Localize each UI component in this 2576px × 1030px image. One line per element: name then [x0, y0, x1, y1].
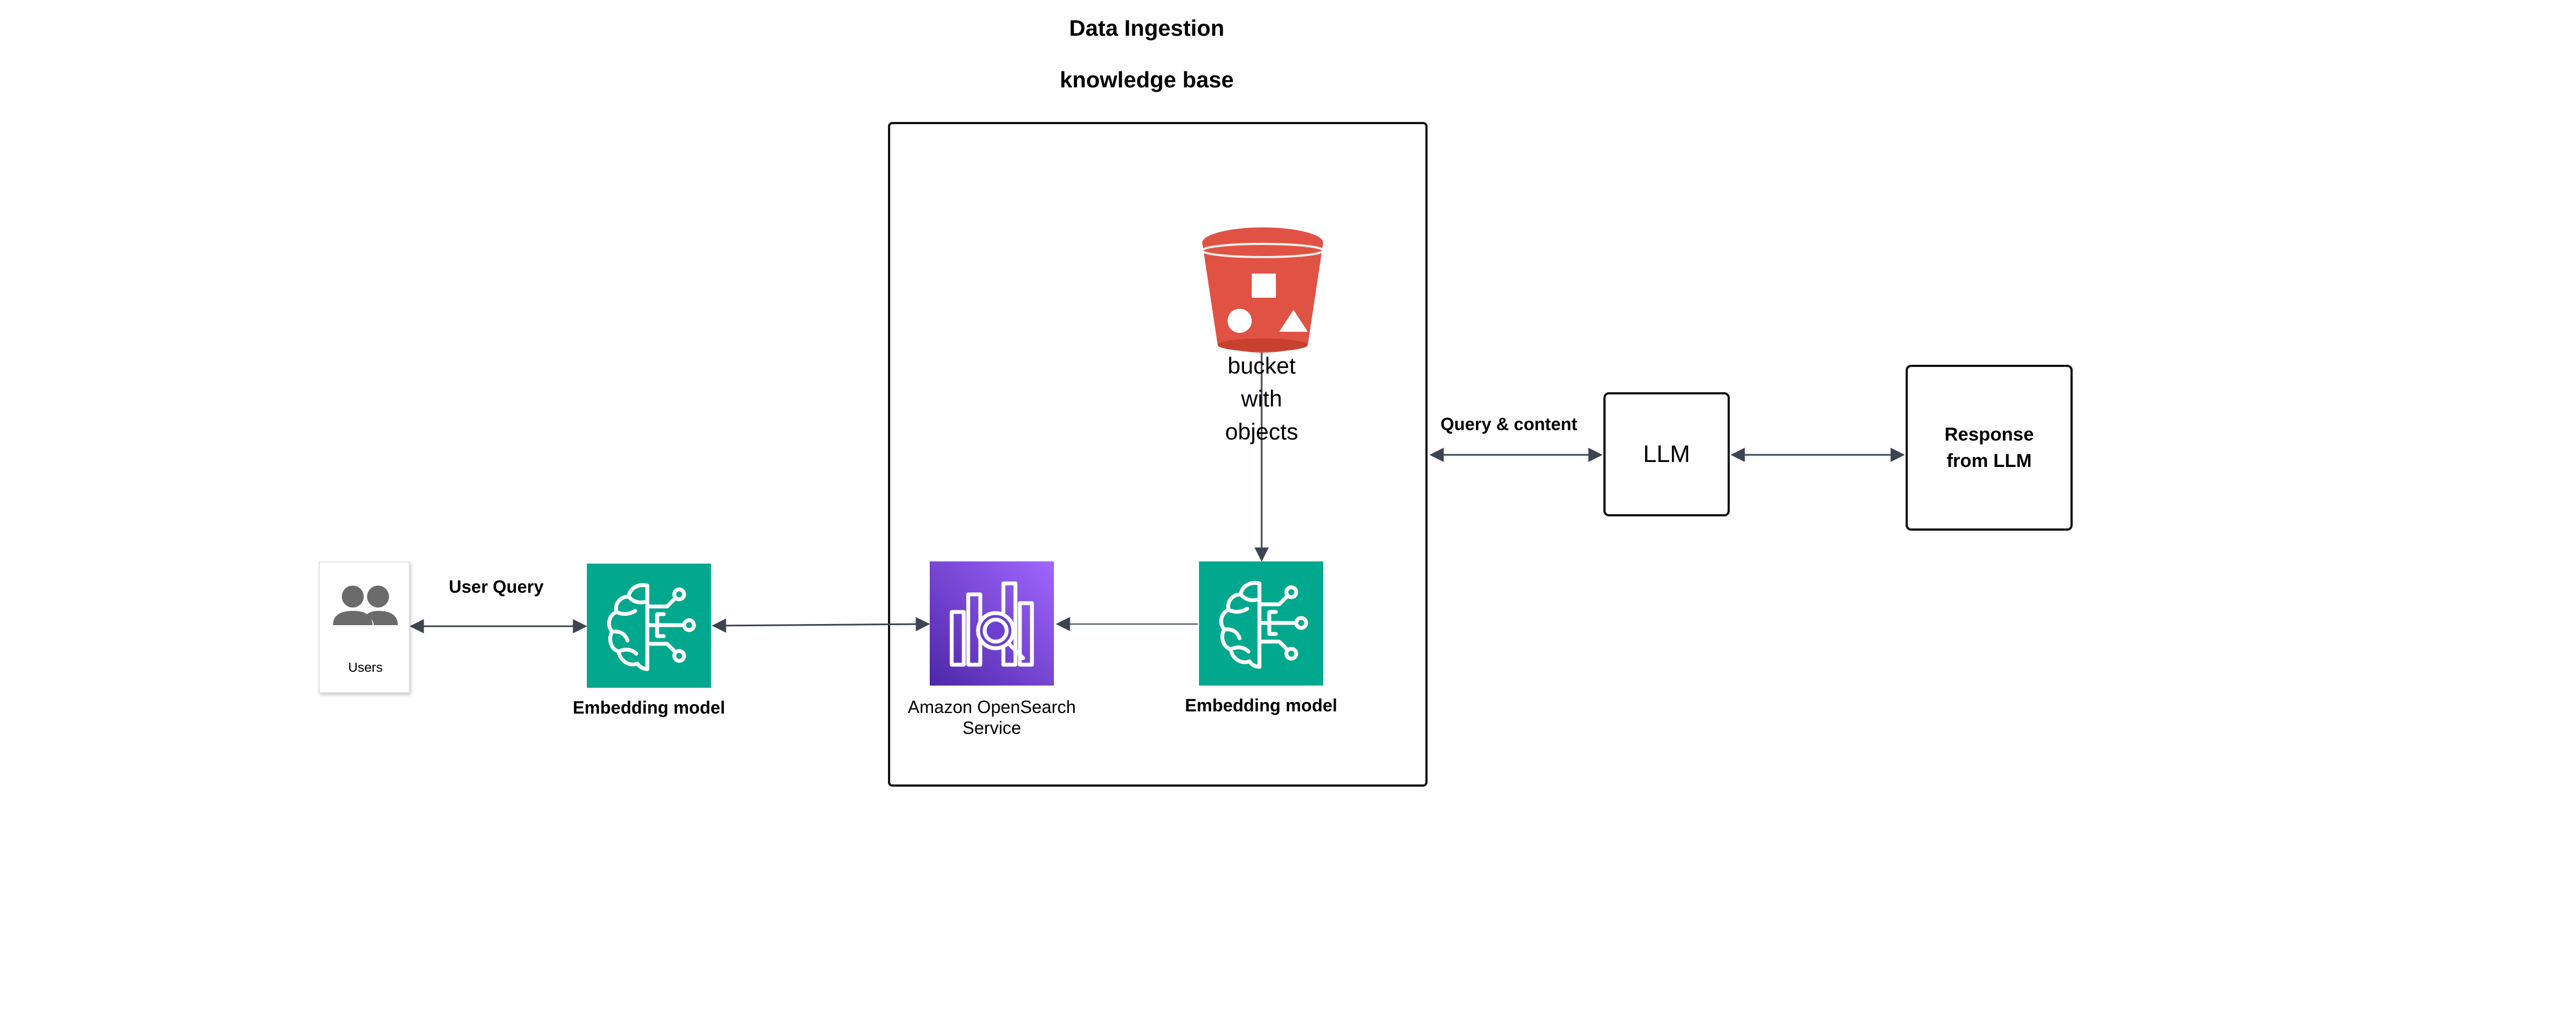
- llm-node: LLM: [1603, 392, 1730, 516]
- users-node: Users: [319, 561, 410, 693]
- embedding-model-right-label: Embedding model: [1185, 695, 1337, 715]
- response-label-line2: from LLM: [1946, 450, 2032, 471]
- users-label: Users: [348, 660, 383, 675]
- embedding-model-icon: [1199, 561, 1323, 686]
- embedding-model-right: [1199, 561, 1323, 686]
- bucket-label-line: objects: [1225, 419, 1298, 444]
- diagram-subtitle: knowledge base: [1059, 67, 1234, 92]
- bucket-label: bucket with objects: [1207, 349, 1317, 448]
- opensearch-label: Amazon OpenSearch Service: [908, 697, 1076, 738]
- opensearch-icon: [930, 561, 1054, 686]
- llm-label: LLM: [1643, 441, 1690, 467]
- opensearch-node: [930, 561, 1054, 686]
- response-node: Response from LLM: [1906, 365, 2073, 531]
- query-content-label: Query & content: [1440, 414, 1578, 434]
- bucket-label-line: bucket: [1228, 353, 1296, 378]
- response-label-line1: Response: [1944, 424, 2034, 445]
- users-icon: [333, 586, 398, 625]
- s3-bucket-icon: [1201, 227, 1324, 353]
- knowledge-base-container: [888, 122, 1428, 787]
- user-query-label: User Query: [448, 577, 544, 597]
- response-label: Response from LLM: [1945, 421, 2034, 474]
- edge-embedding-opensearch: [712, 617, 930, 633]
- embedding-model-icon: [587, 564, 711, 688]
- diagram-title: Data Ingestion: [1069, 15, 1225, 41]
- bucket-label-line: with: [1241, 386, 1283, 411]
- embedding-model-left: [587, 564, 711, 688]
- embedding-model-left-label: Embedding model: [573, 698, 725, 717]
- bucket-node: [1200, 223, 1325, 355]
